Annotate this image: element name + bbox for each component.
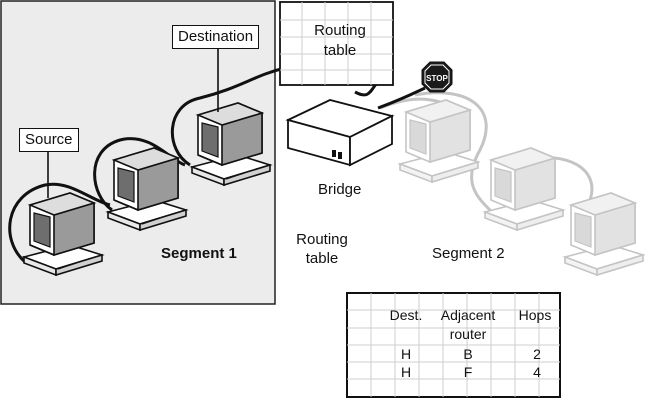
top-routing-table [279, 1, 394, 86]
segment1-label: Segment 1 [161, 245, 237, 262]
table-header-adjacent: Adjacent [440, 307, 496, 323]
top-routing-table-line1: Routing [314, 22, 366, 39]
bridge-label: Bridge [318, 181, 362, 198]
destination-computer [191, 102, 271, 186]
table-row-2-dest: H [400, 364, 412, 380]
source-computer [23, 192, 103, 276]
table-header-router: router [449, 326, 487, 342]
table-row-1-dest: H [400, 346, 412, 362]
segment1-computer-middle [107, 147, 187, 231]
table-row-1-hops: 2 [533, 346, 541, 362]
mid-routing-table-line2: table [305, 250, 339, 267]
stop-sign-icon: STOP [421, 61, 453, 93]
mid-routing-table-line1: Routing [296, 231, 348, 248]
segment2-label: Segment 2 [432, 245, 505, 262]
source-label: Source [19, 128, 79, 152]
segment2-computer-3 [564, 192, 644, 276]
stop-sign-text: STOP [426, 74, 448, 83]
segment2-computer-1 [399, 99, 479, 183]
table-row-2-adjacent: F [463, 364, 473, 380]
destination-label: Destination [172, 25, 260, 49]
table-header-hops: Hops [518, 307, 552, 323]
table-row-2-hops: 4 [533, 364, 541, 380]
bridge-device [285, 99, 395, 167]
top-routing-table-title: Routing table [300, 21, 380, 61]
table-row-1-adjacent: B [463, 346, 473, 362]
table-header-dest: Dest. [389, 307, 423, 323]
routing-table-panel [346, 292, 561, 398]
top-routing-table-line2: table [323, 42, 357, 59]
segment2-computer-2 [484, 147, 564, 231]
mid-routing-table-title: Routing table [282, 230, 362, 268]
